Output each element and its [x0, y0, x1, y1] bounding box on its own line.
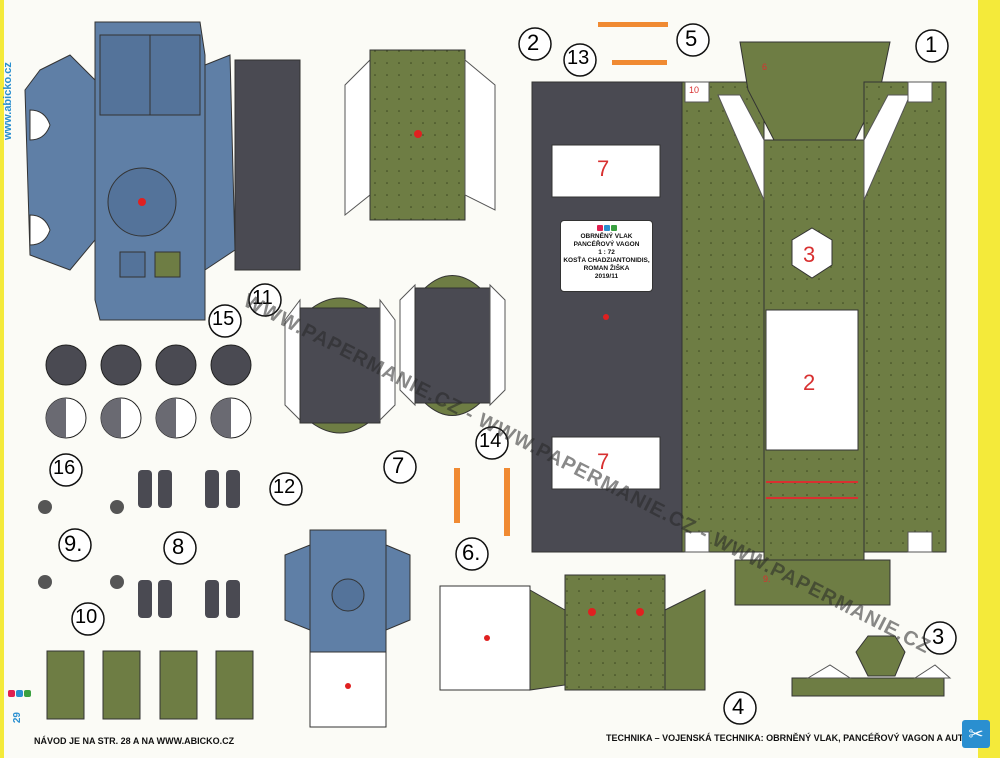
- callout-9: 9.: [64, 531, 83, 556]
- part-7-side-pieces: [284, 275, 506, 434]
- window-label-7a: 7: [597, 156, 610, 181]
- tab-label-10: 10: [689, 85, 700, 95]
- callout-2: 2: [527, 30, 540, 55]
- page-edge-right: [978, 0, 1000, 758]
- part-13-strip: [598, 22, 668, 27]
- callout-8: 8: [172, 534, 185, 559]
- part-6-strip: [504, 468, 510, 536]
- tab-label-9: 9.: [763, 574, 771, 584]
- cutout-label-2: 2: [803, 370, 816, 395]
- callout-4: 4: [732, 694, 745, 719]
- plate-line-4: KOSŤA CHADZIANTONIDIS,: [563, 257, 650, 264]
- part-3-strip: [791, 635, 952, 697]
- part-callouts: [49, 23, 957, 725]
- callout-3: 3: [932, 624, 945, 649]
- callout-6: 6.: [462, 540, 481, 565]
- part-7-roof: [531, 81, 683, 553]
- part-11-vehicle-body: [24, 21, 301, 321]
- abc-logo-icon-footer: [8, 690, 31, 697]
- plate-line-5: ROMAN ŽIŠKA: [583, 265, 630, 272]
- callout-11: 11: [252, 287, 273, 309]
- page-number: 29: [12, 712, 23, 724]
- window-label-7b: 7: [597, 449, 610, 474]
- callout-15: 15: [212, 308, 235, 330]
- callout-5: 5: [685, 26, 698, 51]
- cutout-label-3: 3: [803, 242, 816, 267]
- part-14-strip: [454, 468, 460, 523]
- callout-14: 14: [479, 430, 502, 452]
- callout-13: 13: [567, 47, 590, 69]
- callout-7: 7: [392, 453, 405, 478]
- part-10-tiles: [46, 650, 254, 720]
- footer-title: TECHNIKA – VOJENSKÁ TECHNIKA: OBRNĚNÝ VL…: [606, 733, 971, 743]
- part-5-strip: [612, 60, 667, 65]
- callout-1: 1: [925, 32, 938, 57]
- callout-16: 16: [53, 457, 76, 479]
- model-info-plate: OBRNĚNÝ VLAK PANCÉŘOVÝ VAGON 1 : 72 KOSŤ…: [560, 220, 653, 292]
- part-9-discs: [38, 500, 124, 589]
- plate-line-3: 1 : 72: [598, 249, 615, 256]
- page-edge-left: [0, 0, 4, 758]
- part-12-turret: [284, 529, 411, 728]
- part-16-wheel-halves: [45, 397, 252, 439]
- part-2-panel: [344, 49, 496, 221]
- scissors-icon: ✂: [962, 720, 990, 748]
- footer-instructions: NÁVOD JE NA STR. 28 A NA WWW.ABICKO.CZ: [34, 736, 235, 746]
- callout-12: 12: [273, 476, 296, 498]
- part-4-panel: [439, 574, 706, 691]
- tab-label-6: 6: [762, 62, 768, 72]
- plate-line-2: PANCÉŘOVÝ VAGON: [573, 241, 640, 248]
- part-1-wagon-body: [681, 41, 947, 606]
- side-url: www.abicko.cz: [2, 62, 14, 140]
- part-15-wheels: [45, 344, 252, 386]
- plate-line-6: 2019/11: [594, 273, 619, 280]
- abc-logo-icon: [561, 225, 652, 231]
- plate-line-1: OBRNĚNÝ VLAK: [580, 233, 633, 240]
- callout-10: 10: [75, 606, 98, 628]
- part-8-cylinders: [138, 470, 240, 618]
